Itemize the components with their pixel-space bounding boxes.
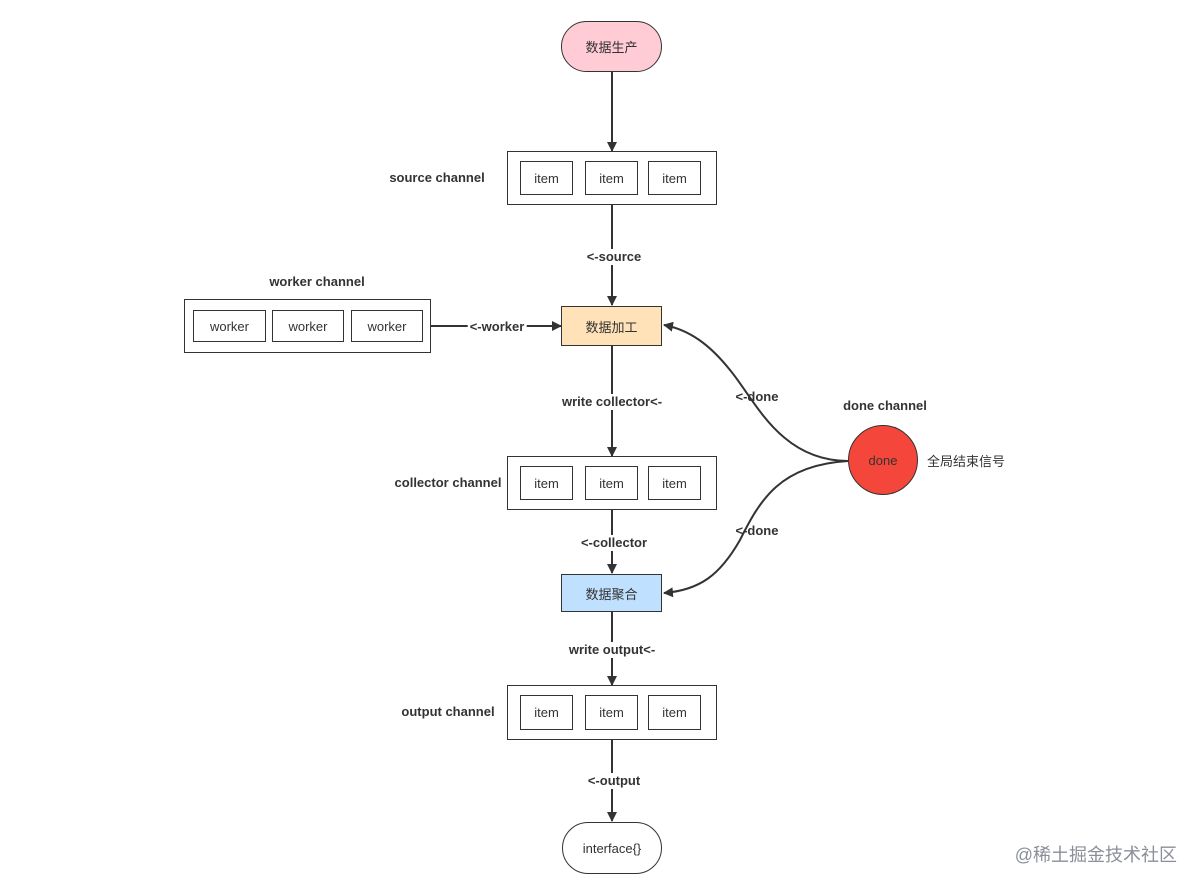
output-item-2: item (585, 695, 638, 730)
worker-item-2: worker (272, 310, 344, 342)
output-item-1: item (520, 695, 573, 730)
source-channel-label: source channel (387, 170, 487, 186)
source-item-1: item (520, 161, 573, 195)
collector-item-2: item (585, 466, 638, 500)
edge-label-read-output: <-output (585, 773, 643, 789)
done-channel-label: done channel (843, 398, 927, 413)
done-node: done (848, 425, 918, 495)
interface-node: interface{} (562, 822, 662, 874)
aggregator-node: 数据聚合 (561, 574, 662, 612)
collector-channel-label: collector channel (392, 475, 504, 491)
edge-label-read-collector: <-collector (578, 535, 650, 551)
worker-channel-label: worker channel (269, 274, 365, 289)
worker-item-3: worker (351, 310, 423, 342)
source-item-2: item (585, 161, 638, 195)
edge-label-write-collector: write collector<- (559, 394, 665, 410)
source-item-3: item (648, 161, 701, 195)
collector-item-1: item (520, 466, 573, 500)
edge-done-to-processor (663, 321, 849, 462)
output-channel-label: output channel (399, 704, 497, 720)
edge-label-done-to-processor: <-done (735, 389, 779, 404)
edge-label-write-output: write output<- (566, 642, 658, 658)
edge-done-to-aggregator (663, 460, 849, 598)
producer-node: 数据生产 (561, 21, 662, 72)
edge-label-read-worker: <-worker (467, 319, 527, 335)
output-item-3: item (648, 695, 701, 730)
watermark: @稀土掘金技术社区 (1014, 845, 1177, 865)
worker-item-1: worker (193, 310, 266, 342)
processor-node: 数据加工 (561, 306, 662, 346)
edge-label-done-to-aggregator: <-done (735, 523, 779, 538)
edge-label-read-source: <-source (584, 249, 644, 265)
done-channel-note: 全局结束信号 (926, 454, 1006, 469)
collector-item-3: item (648, 466, 701, 500)
